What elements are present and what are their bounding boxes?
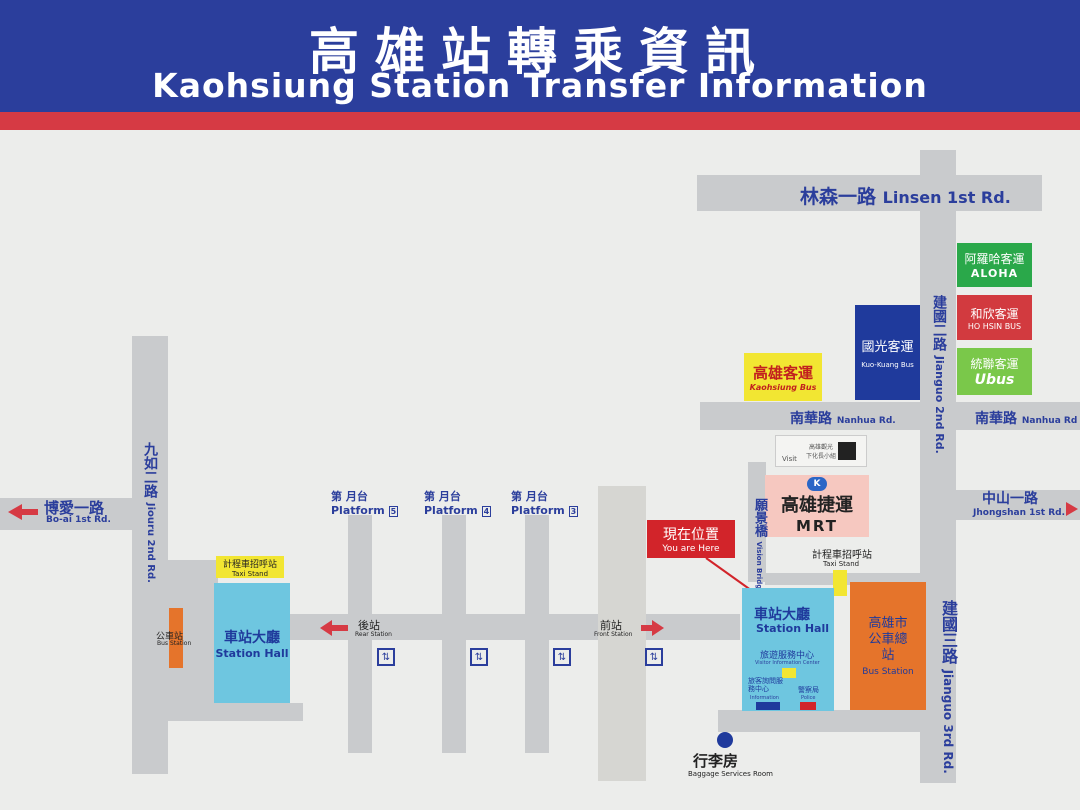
zhongshan-zh: 中山一路 bbox=[982, 491, 1038, 507]
jianguo2-label: 建國二路 Jianguo 2nd Rd. bbox=[931, 295, 947, 454]
baggage-en: Baggage Services Room bbox=[688, 770, 773, 778]
platform-5-stair bbox=[348, 515, 372, 753]
station-hall-left[interactable]: 車站大廳 Station Hall bbox=[214, 583, 290, 703]
front-station-zh: 前站 bbox=[600, 619, 622, 632]
taxi-stand-right-en: Taxi Stand bbox=[823, 560, 860, 568]
kaohsiung-bus-box: 高雄客運 Kaohsiung Bus bbox=[744, 353, 822, 401]
vision-bridge-label: 願景橋 Vision Bridge bbox=[752, 498, 767, 594]
front-station-en: Front Station bbox=[594, 631, 633, 638]
title-english: Kaohsiung Station Transfer Information bbox=[152, 66, 928, 105]
qr-code-icon bbox=[838, 442, 856, 460]
platform-3-stair bbox=[525, 515, 549, 753]
bottom-road bbox=[718, 710, 928, 732]
nanhua-left-label: 南華路 Nanhua Rd. bbox=[790, 411, 896, 427]
jianguo3-label: 建國三路 Jianguo 3rd Rd. bbox=[939, 600, 958, 774]
bus-station-small-zh: 公車站 bbox=[156, 632, 184, 642]
info-desk-marker bbox=[756, 702, 780, 710]
front-passage bbox=[598, 486, 646, 781]
zhongshan-en: Jhongshan 1st Rd. bbox=[973, 508, 1066, 518]
arrow-left-shaft bbox=[22, 509, 38, 515]
you-are-here-sign: 現在位置 You are Here bbox=[647, 520, 735, 558]
boai-zh: 博愛一路 bbox=[44, 499, 105, 517]
linsen-road bbox=[697, 175, 1042, 211]
rear-station-zh: 後站 bbox=[358, 619, 380, 632]
elevator-icon: ⇅ bbox=[553, 648, 571, 666]
taxi-stand-right-zh: 計程車招呼站 bbox=[812, 550, 872, 561]
rear-plaza-bottom bbox=[160, 703, 303, 721]
bus-station-small-marker bbox=[169, 608, 183, 668]
zhongshan-road bbox=[955, 490, 1080, 520]
map-board: 林森一路 Linsen 1st Rd. 南華路 Nanhua Rd. 南華路 N… bbox=[0, 130, 1080, 810]
mrt-box[interactable]: K 高雄捷運 MRT bbox=[765, 475, 869, 537]
police-zh: 警察局 bbox=[798, 686, 819, 694]
arrow-right-icon bbox=[652, 620, 664, 636]
hohsin-bus-box: 和欣客運 HO HSIN BUS bbox=[957, 295, 1032, 340]
visitor-center-zh: 旅遊服務中心 bbox=[760, 651, 815, 661]
platform-4-stair bbox=[442, 515, 466, 753]
jianguo-road bbox=[920, 150, 956, 783]
visitor-center-en: Visitor Information Center bbox=[755, 660, 820, 666]
aloha-bus-box: 阿羅哈客運 ALOHA bbox=[957, 243, 1032, 287]
elevator-icon: ⇅ bbox=[645, 648, 663, 666]
station-hall-right-en: Station Hall bbox=[756, 622, 830, 635]
kuokuang-bus-box: 國光客運 Kuo-Kuang Bus bbox=[855, 305, 920, 400]
vision-bridge bbox=[748, 462, 766, 582]
linsen-label: 林森一路 Linsen 1st Rd. bbox=[800, 186, 1011, 208]
arrow-left-shaft bbox=[332, 625, 348, 631]
arrow-left-icon bbox=[320, 620, 332, 636]
police-en: Police bbox=[801, 695, 816, 701]
nanhua-right-label: 南華路 Nanhua Rd bbox=[975, 411, 1078, 427]
police-marker bbox=[800, 702, 816, 710]
info-desk-zh: 旅客詢問服務中心 bbox=[748, 677, 783, 693]
taxi-yellow-marker bbox=[833, 570, 847, 596]
ubus-box: 統聯客運 Ubus bbox=[957, 348, 1032, 395]
rear-station-en: Rear Station bbox=[355, 631, 392, 638]
visitor-notice-label: Visit bbox=[782, 455, 797, 463]
header-red-stripe bbox=[0, 112, 1080, 130]
boai-en: Bo-ai 1st Rd. bbox=[46, 515, 111, 525]
nanhua-road bbox=[700, 402, 1080, 430]
jiouru-label: 九如二路 Jiouru 2nd Rd. bbox=[142, 442, 158, 583]
baggage-zh: 行李房 bbox=[693, 752, 739, 770]
station-hall-right-zh: 車站大廳 bbox=[754, 607, 810, 623]
arrow-right-shaft bbox=[641, 625, 653, 631]
arrow-right-icon bbox=[1066, 502, 1078, 516]
info-desk-en: Information bbox=[750, 695, 779, 701]
arrow-left-icon bbox=[8, 504, 22, 520]
header-banner bbox=[0, 0, 1080, 112]
bus-station-small-en: Bus Station bbox=[157, 640, 192, 647]
mrt-logo-icon: K bbox=[807, 477, 827, 491]
bus-station-main[interactable]: 高雄市公車總站 Bus Station bbox=[850, 582, 926, 710]
visitor-center-marker bbox=[782, 668, 796, 678]
elevator-icon: ⇅ bbox=[470, 648, 488, 666]
taxi-stand-left: 計程車招呼站 Taxi Stand bbox=[216, 556, 284, 578]
baggage-dot-icon bbox=[717, 732, 733, 748]
title-chinese: 高雄站轉乘資訊 bbox=[309, 23, 771, 81]
elevator-icon: ⇅ bbox=[377, 648, 395, 666]
station-hall-right[interactable] bbox=[742, 588, 834, 711]
